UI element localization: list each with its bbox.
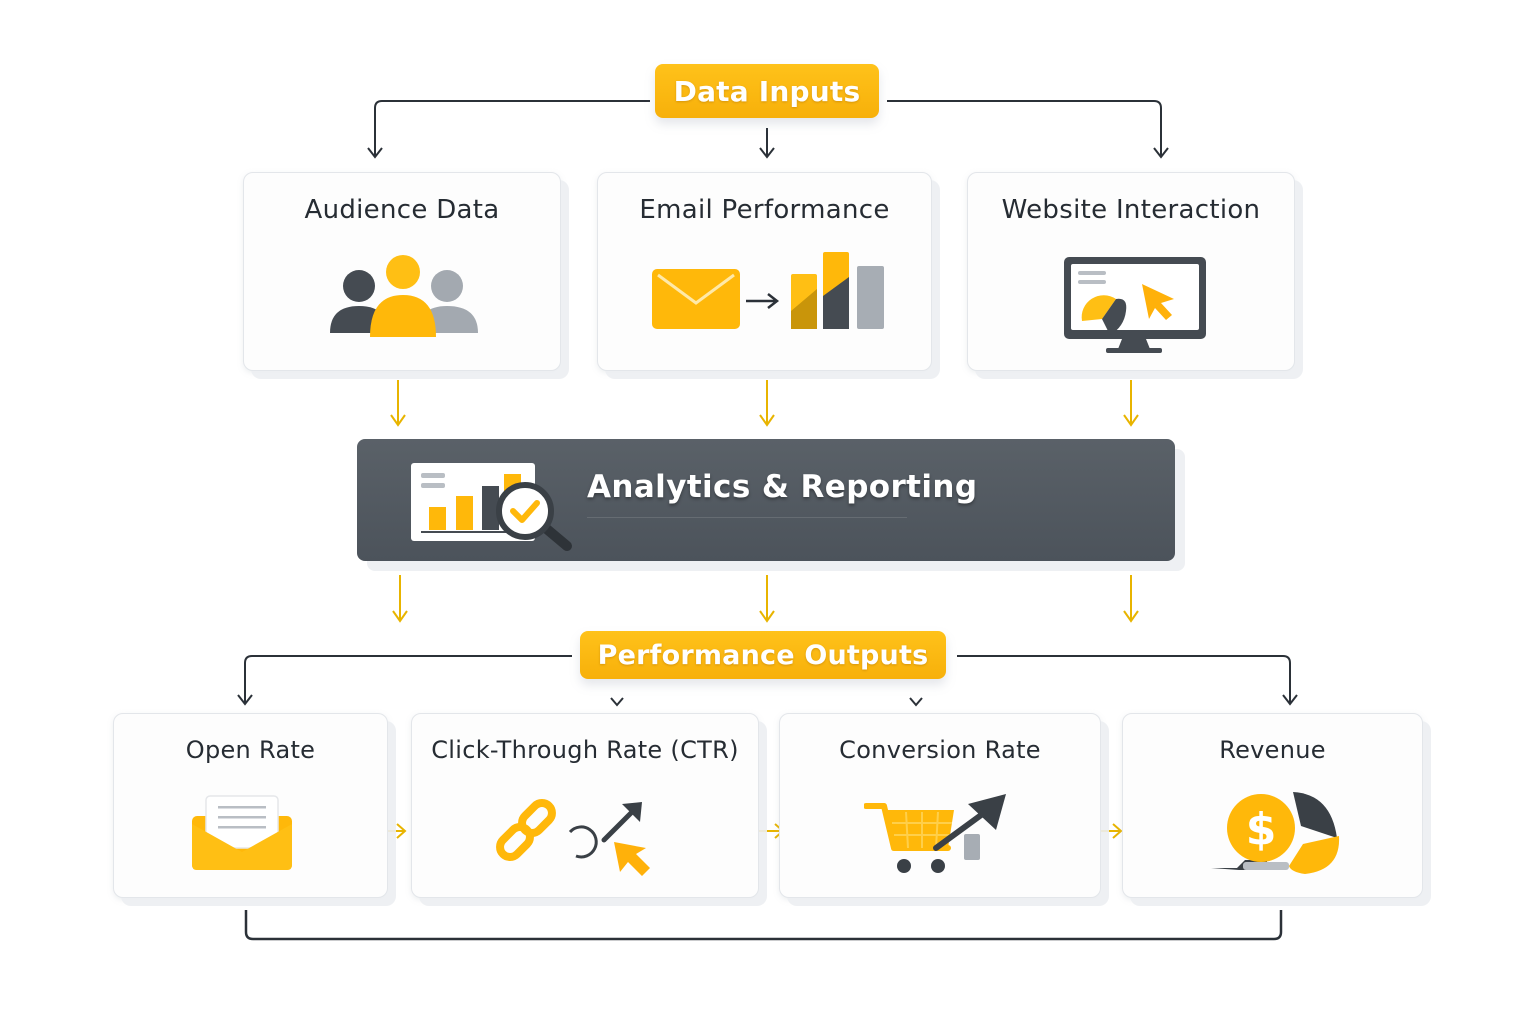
input-card-website-interaction: Website Interaction [967,172,1295,371]
svg-text:$: $ [1246,804,1277,855]
link-click-icon [496,799,650,876]
analytics-reporting-panel: Analytics & Reporting [357,439,1175,561]
card-title: Email Performance [639,195,890,225]
card-title: Revenue [1219,736,1326,764]
cart-growth-icon [864,794,1006,873]
data-inputs-label: Data Inputs [673,74,861,108]
card-title: Audience Data [304,195,500,225]
feedback-loop-line [244,910,1283,941]
output-card-conversion-rate: Conversion Rate [779,713,1101,898]
input-card-audience-data: Audience Data [243,172,561,371]
output-card-click-through-rate: Click-Through Rate (CTR) [411,713,759,898]
dollar-pie-icon: $ [1211,792,1340,874]
analytics-title: Analytics & Reporting [587,469,978,505]
performance-outputs-label: Performance Outputs [597,639,929,671]
monitor-click-icon [1064,257,1206,353]
card-title: Website Interaction [1001,195,1261,225]
inputs-to-analytics-arrows [390,380,1139,427]
analytics-to-outputs-arrows [392,575,1139,623]
data-inputs-header: Data Inputs [655,64,879,118]
output-card-open-rate: Open Rate [113,713,388,898]
title-underline [587,517,907,518]
card-title: Open Rate [185,736,316,764]
input-card-email-performance: Email Performance [597,172,932,371]
report-magnifier-check-icon [411,463,572,551]
performance-outputs-header: Performance Outputs [580,631,946,679]
users-group-icon [330,255,478,337]
email-to-chart-icon [652,252,884,329]
open-envelope-icon [192,795,292,870]
card-title: Click-Through Rate (CTR) [431,736,739,764]
output-card-revenue: Revenue $ [1122,713,1423,898]
card-title: Conversion Rate [839,736,1041,764]
